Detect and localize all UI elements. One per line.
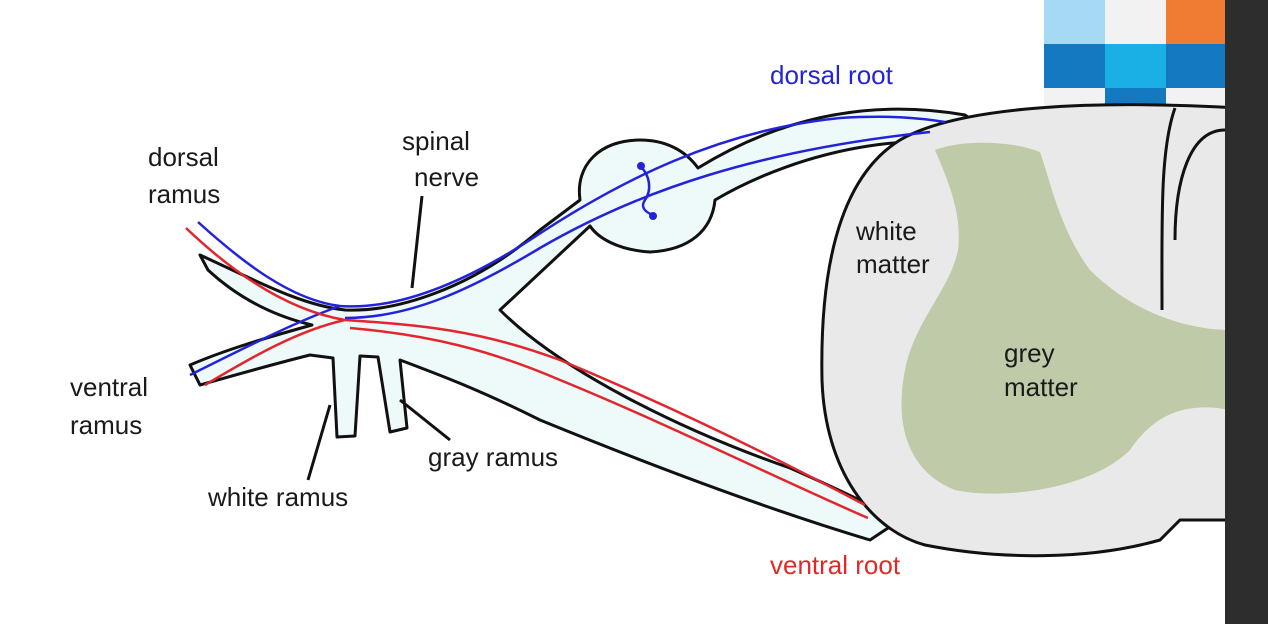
spinal-nerve-pointer [410, 195, 424, 289]
nerve-body [188, 107, 1032, 542]
labels: dorsal root dorsal ramus spinal nerve wh… [70, 60, 1078, 580]
neuron-dot-bottom [649, 212, 657, 220]
white-matter-label-line2: matter [856, 249, 930, 279]
ventral-ramus-label-line1: ventral [70, 372, 148, 402]
white-ramus-pointer [306, 404, 332, 481]
side-panel [1225, 0, 1268, 624]
pointer-lines [306, 195, 451, 481]
cord-right-edge [1173, 128, 1226, 241]
decorative-tile [1166, 0, 1227, 44]
nerve-outline [188, 107, 1032, 542]
ventral-root-label: ventral root [770, 550, 901, 580]
median-fissure [1160, 107, 1177, 311]
dorsal-root-label: dorsal root [770, 60, 894, 90]
motor-fiber-red-lower [349, 326, 869, 520]
decorative-tile [1105, 44, 1166, 88]
grey-matter-label-line1: grey [1004, 338, 1055, 368]
white-ramus-label: white ramus [207, 482, 348, 512]
ventral-ramus-label-line2: ramus [70, 410, 142, 440]
grey-matter [901, 142, 1230, 494]
dorsal-ramus-label-line1: dorsal [148, 142, 219, 172]
dorsal-ramus-label-line2: ramus [148, 179, 220, 209]
grey-matter-label-line2: matter [1004, 372, 1078, 402]
decorative-tile [1166, 44, 1227, 88]
spinal-cord [820, 103, 1242, 558]
spinal-nerve-label-line2: nerve [414, 162, 479, 192]
sensory-fiber-blue-lower [344, 130, 931, 320]
gray-ramus-pointer [399, 398, 451, 442]
motor-fiber-red [185, 227, 866, 507]
neuron-dot-top [637, 162, 645, 170]
spinal-nerve-label-line1: spinal [402, 126, 470, 156]
sensory-fiber-blue [189, 115, 946, 377]
decorative-tile [1044, 0, 1105, 44]
decorative-tile [1105, 0, 1166, 44]
gray-ramus-label: gray ramus [428, 442, 558, 472]
ganglion-neuron [639, 165, 654, 217]
white-matter-label-line1: white [855, 216, 917, 246]
decorative-tile [1044, 44, 1105, 88]
fibers [185, 115, 946, 520]
